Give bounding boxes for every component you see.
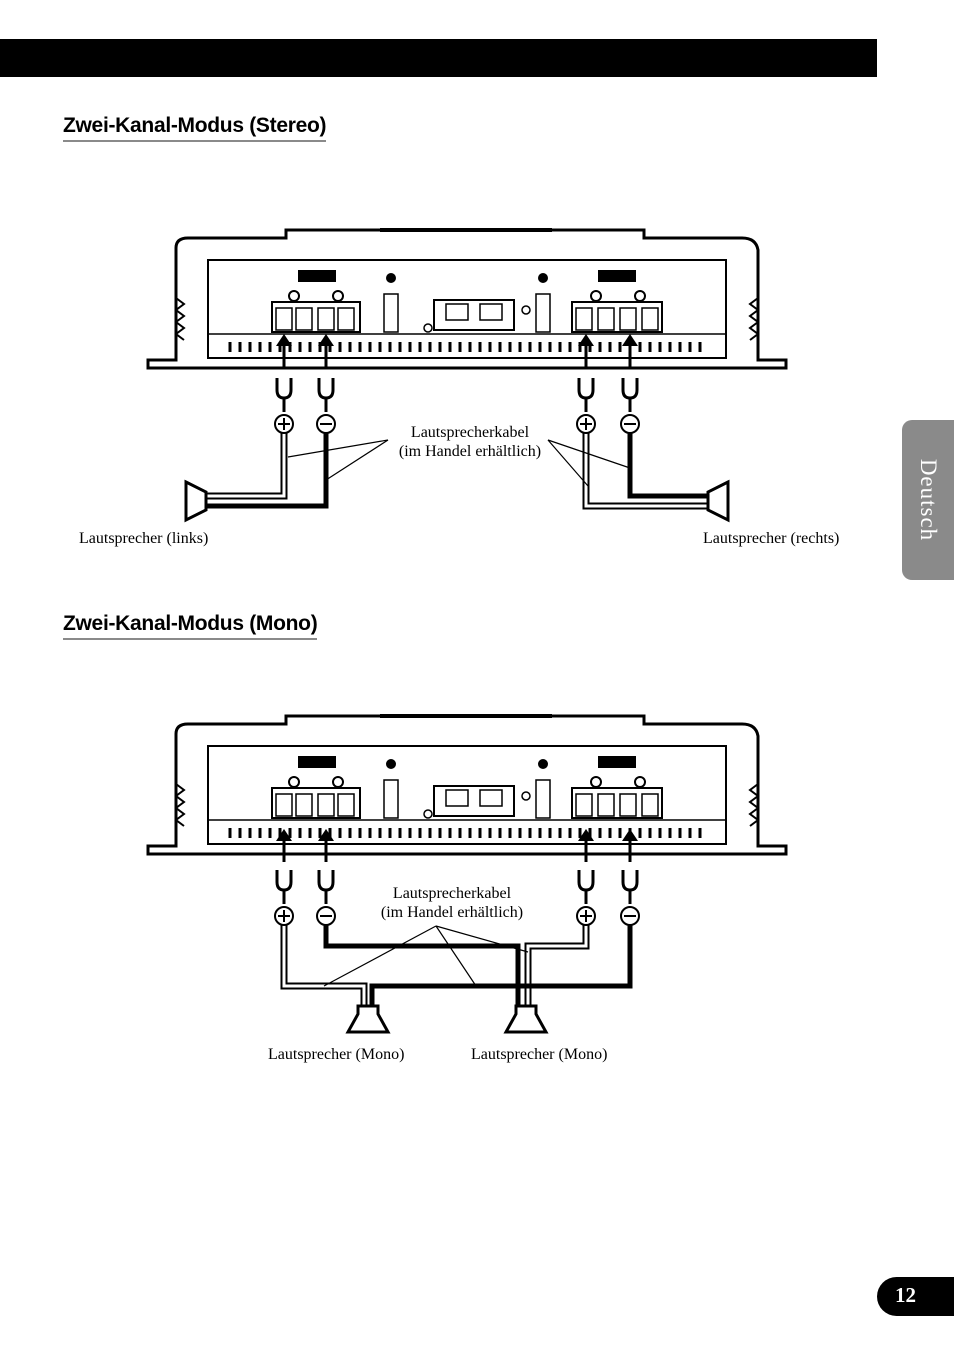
- speaker-mono-left-label: Lautsprecher (Mono): [268, 1046, 405, 1063]
- cable-label-stereo: Lautsprecherkabel (im Handel erhältlich): [370, 423, 570, 461]
- cable-label-line1: Lautsprecherkabel: [410, 424, 530, 441]
- speaker-mono-left-icon: [345, 1004, 391, 1034]
- cable-callout-lines-stereo: [287, 439, 631, 487]
- speaker-right-icon: [706, 479, 730, 523]
- header-bar: [0, 39, 877, 77]
- speaker-mono-right-label: Lautsprecher (Mono): [471, 1046, 608, 1063]
- terminal-arrows-stereo: [276, 334, 638, 368]
- speaker-mono-right-icon: [503, 1004, 549, 1034]
- cable-label-line1: Lautsprecherkabel: [392, 885, 512, 902]
- language-tab-label: Deutsch: [916, 458, 941, 542]
- terminal-arrows-mono: [276, 829, 638, 862]
- language-tab: Deutsch: [902, 420, 954, 580]
- cable-label-line2: (im Handel erhältlich): [398, 443, 542, 460]
- speaker-left-icon: [184, 479, 208, 523]
- speaker-left-label: Lautsprecher (links): [79, 530, 209, 547]
- cable-label-line2: (im Handel erhältlich): [380, 904, 524, 921]
- amplifier-mono: [146, 714, 788, 856]
- page-number: 12: [895, 1283, 916, 1307]
- page-number-badge: 12: [877, 1277, 954, 1316]
- cable-callout-lines-mono: [323, 925, 529, 987]
- section-title-mono: Zwei-Kanal-Modus (Mono): [63, 612, 318, 640]
- section-title-stereo: Zwei-Kanal-Modus (Stereo): [63, 114, 326, 142]
- spade-connectors-stereo: [275, 376, 639, 414]
- amplifier-stereo: [146, 228, 788, 370]
- speaker-wires-stereo: [206, 432, 708, 510]
- speaker-wires-mono: [280, 925, 633, 1006]
- speaker-right-label: Lautsprecher (rechts): [703, 530, 840, 547]
- cable-label-mono: Lautsprecherkabel (im Handel erhältlich): [352, 884, 552, 922]
